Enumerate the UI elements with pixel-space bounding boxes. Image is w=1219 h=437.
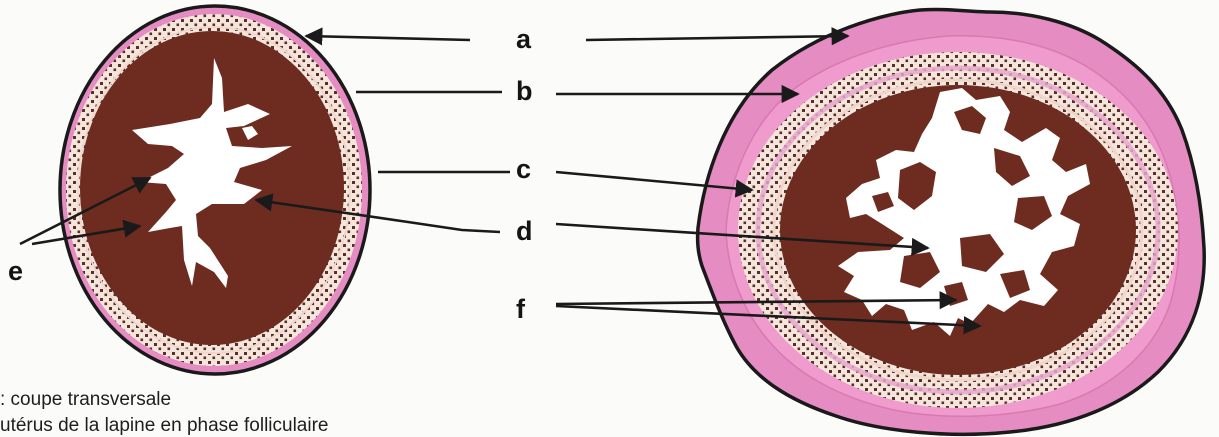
- left-uterus-section: [60, 6, 370, 374]
- caption-line-1: : coupe transversale: [0, 389, 171, 410]
- leader-a-right: [586, 36, 848, 40]
- label-e: e: [8, 256, 23, 286]
- label-b: b: [516, 76, 533, 106]
- figure-caption: : coupe transversale utérus de la lapine…: [0, 389, 329, 436]
- caption-line-2: utérus de la lapine en phase folliculair…: [0, 415, 329, 436]
- right-uterus-section: [698, 9, 1205, 434]
- label-a: a: [516, 24, 532, 54]
- label-f: f: [516, 294, 526, 324]
- label-c: c: [516, 154, 531, 184]
- label-d: d: [516, 216, 533, 246]
- leader-a-left: [306, 36, 470, 40]
